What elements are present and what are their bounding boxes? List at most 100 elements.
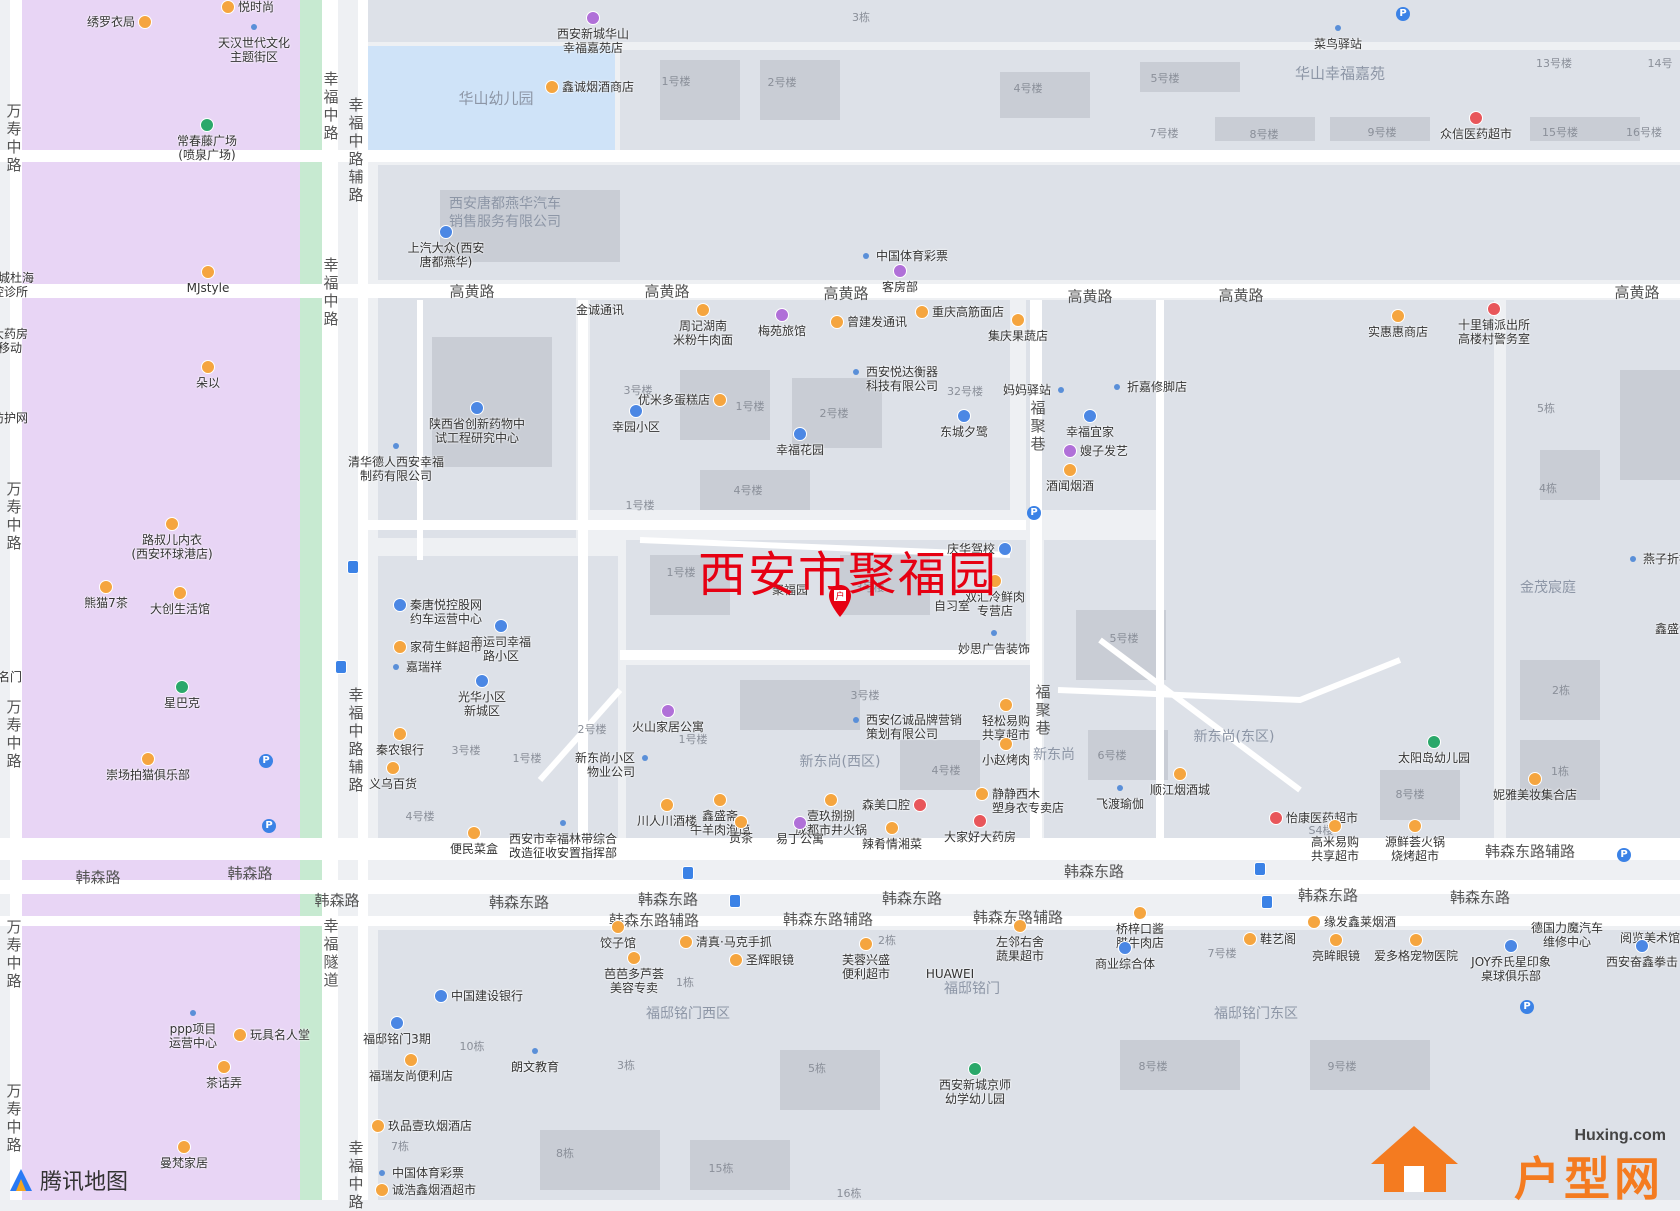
poi-label[interactable]: 优米多蛋糕店	[637, 393, 710, 407]
parking-icon[interactable]: P	[262, 819, 276, 833]
poi-label[interactable]: 飞渡瑜伽	[1095, 797, 1145, 811]
poi-label[interactable]: 实惠惠商店	[1367, 325, 1429, 339]
poi-label[interactable]: 大药房移动	[0, 327, 29, 355]
bus-stop-icon[interactable]	[335, 660, 347, 674]
poi-label[interactable]: 星巴克	[163, 696, 201, 710]
poi-label[interactable]: 集庆果蔬店	[987, 329, 1049, 343]
poi-label[interactable]: 西安奋鑫拳击	[1605, 955, 1679, 969]
poi-label[interactable]: 周记湖南米粉牛肉面	[672, 319, 734, 347]
poi-marker-icon[interactable]	[475, 674, 489, 688]
parking-icon[interactable]: P	[1520, 1000, 1534, 1014]
poi-marker-icon[interactable]	[859, 937, 873, 951]
poi-marker-icon[interactable]	[1408, 819, 1422, 833]
poi-label[interactable]: 玩具名人堂	[250, 1028, 311, 1042]
poi-label[interactable]: 西安市幸福林带综合改造征收安置指挥部	[508, 832, 618, 860]
poi-marker-icon[interactable]	[467, 826, 481, 840]
poi-marker-icon[interactable]	[393, 443, 399, 449]
poi-marker-icon[interactable]	[201, 265, 215, 279]
poi-label[interactable]: 朵以	[195, 376, 221, 390]
poi-marker-icon[interactable]	[141, 752, 155, 766]
poi-label[interactable]: 怡康医药超市	[1286, 811, 1359, 825]
poi-marker-icon[interactable]	[824, 793, 838, 807]
poi-label[interactable]: 梅苑旅馆	[757, 324, 807, 338]
poi-label[interactable]: JOY乔氏星印象桌球俱乐部	[1471, 955, 1551, 983]
poi-label[interactable]: 众信医药超市	[1439, 127, 1513, 141]
poi-marker-icon[interactable]	[393, 640, 407, 654]
poi-marker-icon[interactable]	[233, 1028, 247, 1042]
poi-label[interactable]: 芙蓉兴盛便利超市	[841, 953, 891, 981]
poi-label[interactable]: 菜鸟驿站	[1313, 37, 1363, 51]
poi-label[interactable]: 贡茶	[728, 831, 754, 845]
bus-stop-icon[interactable]	[347, 560, 359, 574]
poi-label[interactable]: 客房部	[881, 280, 919, 294]
poi-marker-icon[interactable]	[201, 360, 215, 374]
poi-marker-icon[interactable]	[627, 951, 641, 965]
poi-label[interactable]: 川人川酒楼	[636, 814, 698, 828]
poi-marker-icon[interactable]	[1328, 819, 1342, 833]
poi-label[interactable]: 西安新城京师幼学幼儿园	[938, 1078, 1012, 1106]
poi-marker-icon[interactable]	[434, 989, 448, 1003]
poi-label[interactable]: 东城夕鹭	[939, 425, 989, 439]
bus-stop-icon[interactable]	[729, 894, 741, 908]
poi-label[interactable]: 火山家居公寓	[631, 720, 705, 734]
poi-marker-icon[interactable]	[1133, 906, 1147, 920]
poi-marker-icon[interactable]	[734, 815, 748, 829]
poi-label[interactable]: 芭芭多芦荟美容专卖	[603, 967, 665, 995]
poi-label[interactable]: 诚浩鑫烟酒超市	[392, 1183, 477, 1197]
poi-label[interactable]: 嘉瑞祥	[406, 660, 443, 674]
poi-label[interactable]: 曼梵家居	[159, 1156, 209, 1170]
poi-marker-icon[interactable]	[793, 427, 807, 441]
poi-label[interactable]: 茶话弄	[205, 1076, 243, 1090]
poi-marker-icon[interactable]	[679, 935, 693, 949]
poi-marker-icon[interactable]	[390, 1016, 404, 1030]
poi-marker-icon[interactable]	[165, 517, 179, 531]
poi-label[interactable]: 折嘉修脚店	[1127, 380, 1188, 394]
poi-marker-icon[interactable]	[991, 630, 997, 636]
poi-marker-icon[interactable]	[1118, 941, 1132, 955]
poi-label[interactable]: ppp项目运营中心	[168, 1022, 218, 1050]
poi-label[interactable]: 爱多格宠物医院	[1373, 949, 1459, 963]
poi-marker-icon[interactable]	[830, 315, 844, 329]
poi-label[interactable]: 妙思广告装饰	[957, 642, 1031, 656]
poi-marker-icon[interactable]	[393, 598, 407, 612]
poi-marker-icon[interactable]	[973, 814, 987, 828]
poi-label[interactable]: 崇场拍猫俱乐部	[105, 768, 191, 782]
poi-label[interactable]: 自习室	[933, 599, 971, 613]
poi-marker-icon[interactable]	[470, 401, 484, 415]
poi-label[interactable]: 聚福园	[771, 583, 808, 597]
poi-label[interactable]: 西安悦达衡器科技有限公司	[866, 365, 939, 393]
poi-label[interactable]: 中国体育彩票	[392, 1166, 465, 1180]
poi-marker-icon[interactable]	[853, 369, 859, 375]
poi-label[interactable]: 妮雅美妆集合店	[1492, 788, 1578, 802]
poi-marker-icon[interactable]	[221, 0, 235, 14]
poi-label[interactable]: 商运司幸福路小区	[470, 635, 532, 663]
poi-marker-icon[interactable]	[1335, 25, 1341, 31]
poi-marker-icon[interactable]	[138, 15, 152, 29]
parking-icon[interactable]: P	[1396, 7, 1410, 21]
poi-marker-icon[interactable]	[560, 820, 566, 826]
poi-marker-icon[interactable]	[532, 1048, 538, 1054]
poi-label[interactable]: 新城杜海腔诊所	[0, 271, 35, 299]
poi-label[interactable]: 西安新城华山幸福嘉苑店	[556, 27, 630, 55]
poi-marker-icon[interactable]	[586, 11, 600, 25]
poi-label[interactable]: 福瑞友尚便利店	[368, 1069, 454, 1083]
parking-icon[interactable]: P	[259, 754, 273, 768]
poi-marker-icon[interactable]	[1504, 939, 1518, 953]
poi-marker-icon[interactable]	[1528, 772, 1542, 786]
poi-marker-icon[interactable]	[1083, 409, 1097, 423]
poi-marker-icon[interactable]	[190, 1010, 196, 1016]
poi-label[interactable]: 圣辉眼镜	[746, 953, 795, 967]
poi-marker-icon[interactable]	[1243, 932, 1257, 946]
poi-marker-icon[interactable]	[393, 727, 407, 741]
poi-marker-icon[interactable]	[1011, 313, 1025, 327]
poi-marker-icon[interactable]	[915, 305, 929, 319]
poi-marker-icon[interactable]	[1487, 302, 1501, 316]
poi-label[interactable]: 中国建设银行	[451, 989, 524, 1003]
poi-label[interactable]: 清真·马克手抓	[696, 935, 772, 949]
poi-label[interactable]: 阅览美术馆	[1619, 931, 1680, 945]
poi-label[interactable]: 缘发鑫莱烟酒	[1324, 915, 1397, 929]
poi-label[interactable]: 左邻右舍蔬果超市	[995, 935, 1045, 963]
poi-marker-icon[interactable]	[999, 698, 1013, 712]
poi-marker-icon[interactable]	[439, 225, 453, 239]
location-pin[interactable]: 户	[828, 584, 852, 622]
